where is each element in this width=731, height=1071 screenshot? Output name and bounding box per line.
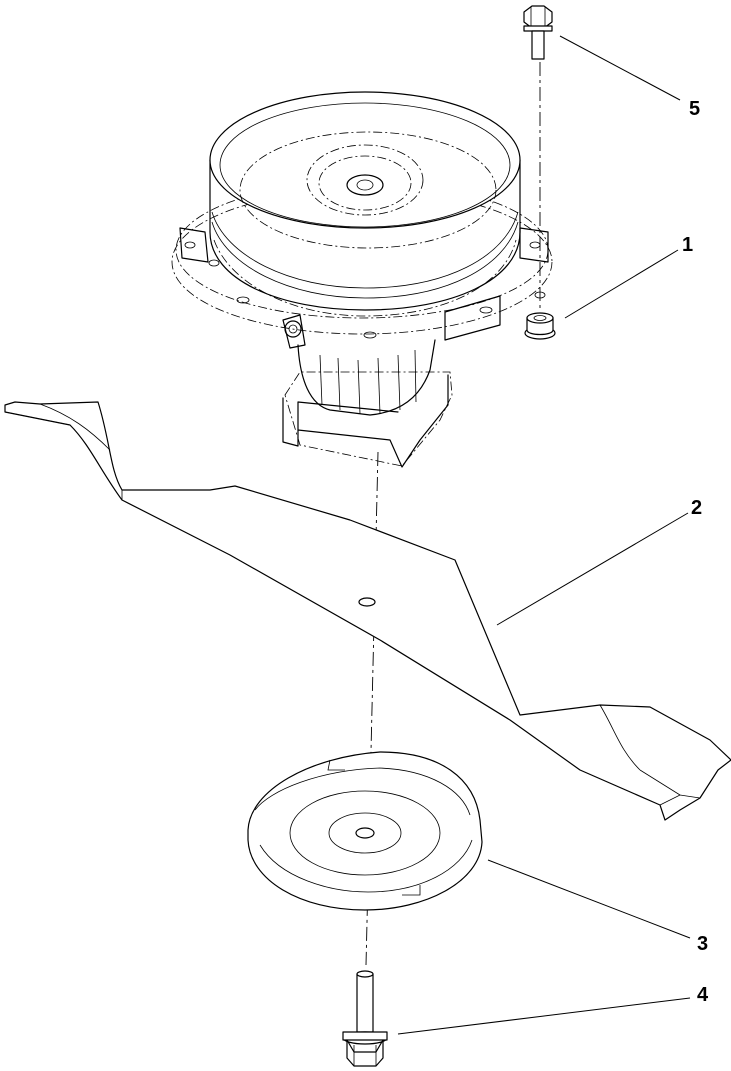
blade-plate-part-3 [247, 751, 483, 911]
leader-line-1 [564, 249, 679, 319]
flange-nut-part-1 [524, 312, 556, 340]
leader-line-4 [397, 997, 691, 1035]
bolt-part-4 [342, 970, 388, 1067]
callout-5: 5 [689, 98, 701, 120]
callout-4: 4 [697, 984, 709, 1006]
callout-3: 3 [697, 933, 709, 955]
callout-1: 1 [682, 234, 694, 256]
spindle-pulley [209, 91, 521, 317]
leader-line-3 [487, 859, 691, 939]
leader-line-5 [559, 35, 681, 101]
leader-lines [397, 35, 691, 1035]
callout-2: 2 [691, 497, 703, 519]
bolt-part-5 [523, 5, 553, 60]
leader-line-2 [496, 512, 689, 626]
spindle-mounting-flange [171, 181, 553, 341]
blade-part-2 [4, 401, 731, 821]
